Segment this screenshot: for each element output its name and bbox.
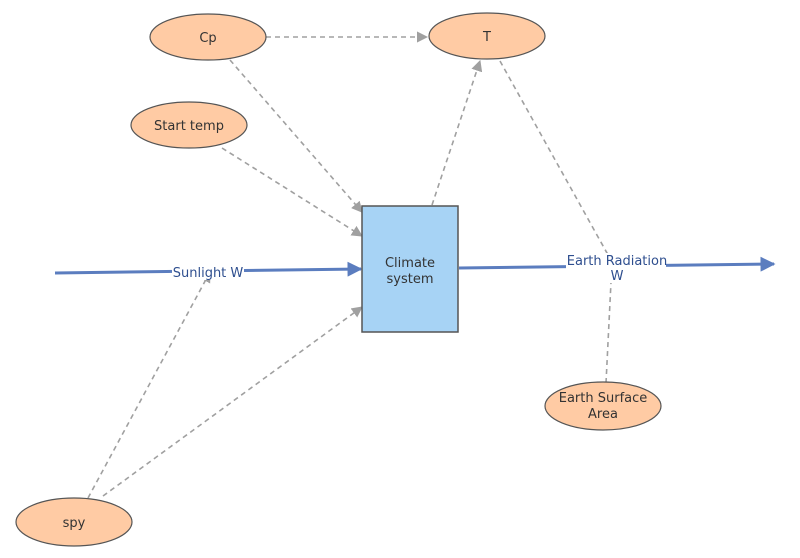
climate-system-label-line2: system [387, 272, 434, 287]
earth-surface-area-label-line2: Area [588, 407, 618, 422]
sunlight-label-bg [172, 264, 244, 280]
link-cp-to-climate [229, 59, 363, 213]
link-climate-to-t [431, 59, 483, 206]
earth-radiation-label-line2: W [611, 269, 624, 284]
t-variable[interactable]: T [428, 12, 546, 60]
link-t-to-earth-radiation [499, 60, 613, 263]
link-start-temp-to-climate [221, 147, 363, 237]
earth-surface-area-variable[interactable]: Earth Surface Area [544, 381, 662, 431]
link-spy-to-sunlight [87, 271, 211, 499]
spy-variable[interactable]: spy [15, 497, 133, 547]
cp-label: Cp [199, 31, 216, 46]
earth-radiation-label-bg [566, 253, 666, 283]
climate-system-label-line1: Climate [385, 256, 435, 271]
t-label: T [482, 30, 491, 45]
link-spy-to-climate [102, 306, 363, 497]
sunlight-flow-label: Sunlight W [173, 266, 244, 281]
spy-label: spy [63, 516, 86, 531]
start-temp-label: Start temp [154, 119, 224, 134]
start-temp-variable[interactable]: Start temp [130, 101, 248, 149]
earth-surface-area-label-line1: Earth Surface [559, 391, 648, 406]
earth-radiation-label-line1: Earth Radiation [567, 254, 667, 269]
climate-system-stock[interactable]: Climate system [361, 205, 459, 333]
cp-variable[interactable]: Cp [149, 13, 267, 61]
